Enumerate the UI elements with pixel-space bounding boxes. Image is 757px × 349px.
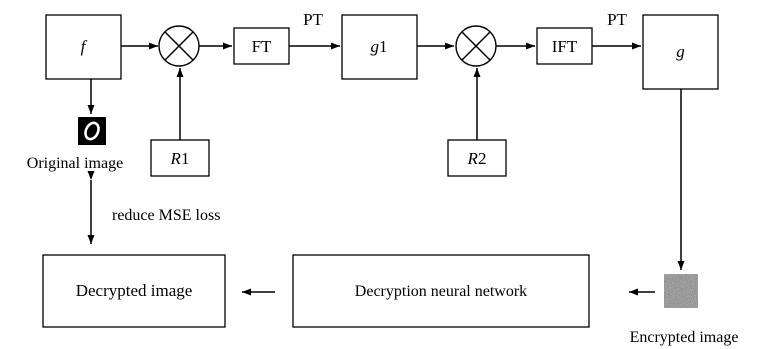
ft-label: FT bbox=[252, 37, 272, 56]
g-block: g bbox=[642, 14, 719, 90]
pt-label-2: PT bbox=[607, 10, 627, 29]
decryption-nn-label: Decryption neural network bbox=[355, 283, 527, 300]
f-block: f bbox=[45, 14, 122, 80]
g-label: g bbox=[676, 42, 685, 61]
decrypted-image-block: Decrypted image bbox=[42, 254, 226, 328]
ft-block: FT bbox=[233, 27, 290, 65]
decrypted-image-label: Decrypted image bbox=[76, 281, 193, 300]
encrypted-image-thumbnail bbox=[664, 274, 698, 308]
ift-label: IFT bbox=[552, 37, 578, 56]
original-image-label: Original image bbox=[27, 155, 123, 172]
mse-loss-label: reduce MSE loss bbox=[112, 207, 220, 224]
svg-text:R1: R1 bbox=[170, 149, 190, 168]
r2-label-italic: R bbox=[467, 149, 479, 168]
f-label: f bbox=[81, 37, 88, 56]
encrypted-image-label: Encrypted image bbox=[630, 329, 739, 346]
ift-block: IFT bbox=[536, 27, 593, 65]
r2-label-num: 2 bbox=[478, 149, 487, 168]
r1-block: R1 bbox=[150, 139, 210, 177]
r1-label-italic: R bbox=[170, 149, 182, 168]
g1-block: g1 bbox=[341, 14, 418, 80]
pt-label-1: PT bbox=[303, 10, 323, 29]
r2-block: R2 bbox=[447, 139, 507, 177]
svg-text:R2: R2 bbox=[467, 149, 487, 168]
svg-text:g1: g1 bbox=[371, 37, 388, 56]
original-image-thumbnail bbox=[78, 117, 106, 145]
g1-label-num: 1 bbox=[379, 37, 388, 56]
multiplier-2 bbox=[455, 25, 497, 67]
r1-label-num: 1 bbox=[181, 149, 190, 168]
g1-label-italic: g bbox=[371, 37, 380, 56]
decryption-nn-block: Decryption neural network bbox=[292, 254, 590, 328]
multiplier-1 bbox=[158, 25, 200, 67]
